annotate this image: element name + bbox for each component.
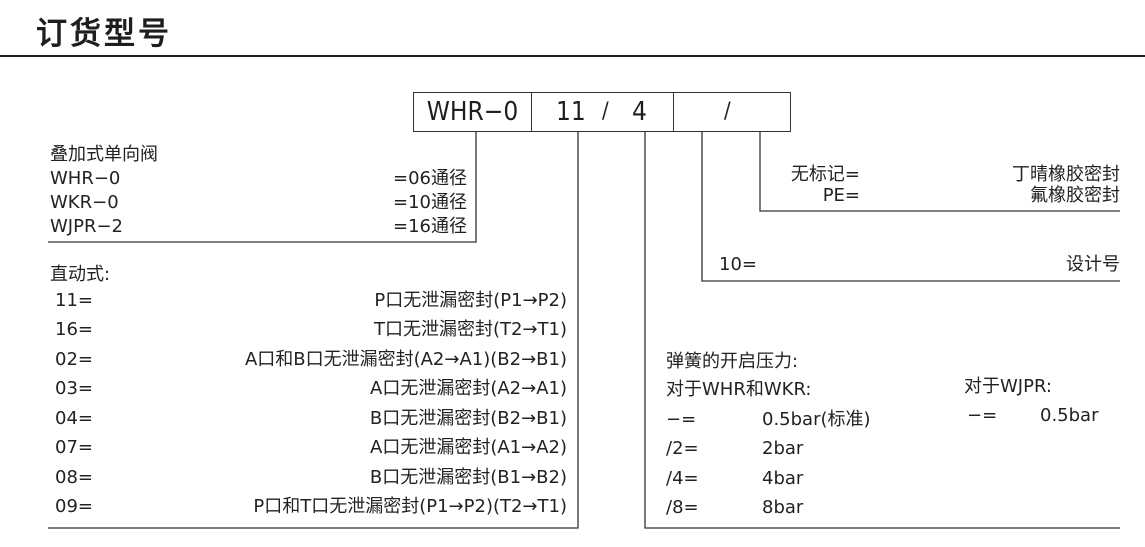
direct-acting-desc: P口无泄漏密封(P1→P2) bbox=[374, 290, 567, 311]
direct-acting-desc: A口和B口无泄漏密封(A2→A1)(B2→B1) bbox=[244, 349, 567, 370]
spring-heading: 弹簧的开启压力: bbox=[666, 351, 799, 372]
code-seal: 11 bbox=[556, 97, 586, 127]
direct-acting-desc: T口无泄漏密封(T2→T1) bbox=[373, 319, 567, 340]
code-slash: / bbox=[724, 99, 731, 124]
valve-type-code: WHR−0 bbox=[50, 168, 121, 189]
page-title: 订货型号 bbox=[36, 16, 172, 52]
valve-types-heading: 叠加式单向阀 bbox=[50, 144, 158, 165]
code-box-design: / bbox=[673, 92, 791, 132]
design-desc: 设计号 bbox=[1066, 254, 1120, 275]
code-box-model: WHR−0 bbox=[413, 92, 532, 132]
spring-value: 0.5bar(标准) bbox=[762, 409, 871, 430]
valve-type-desc: =10通径 bbox=[393, 192, 467, 213]
title-rule bbox=[0, 55, 1145, 57]
spring-code: −= bbox=[666, 409, 697, 430]
code-slash: / bbox=[602, 99, 609, 124]
direct-acting-desc: A口无泄漏密封(A1→A2) bbox=[370, 437, 567, 458]
spring-value: 4bar bbox=[762, 468, 804, 489]
spring-wjpr-heading: 对于WJPR: bbox=[964, 376, 1052, 397]
spring-value: 2bar bbox=[762, 438, 804, 459]
spring-code: −= bbox=[967, 405, 998, 426]
direct-acting-code: 16= bbox=[55, 319, 93, 340]
direct-acting-code: 04= bbox=[55, 408, 93, 429]
seal-code: PE= bbox=[822, 185, 860, 206]
valve-type-desc: =16通径 bbox=[393, 216, 467, 237]
direct-acting-code: 07= bbox=[55, 437, 93, 458]
spring-code: /4= bbox=[666, 468, 699, 489]
direct-acting-desc: B口无泄漏密封(B1→B2) bbox=[369, 467, 567, 488]
direct-acting-code: 08= bbox=[55, 467, 93, 488]
valve-type-desc: =06通径 bbox=[393, 168, 467, 189]
direct-acting-code: 11= bbox=[55, 290, 93, 311]
seal-desc: 丁晴橡胶密封 bbox=[1012, 164, 1120, 185]
direct-acting-code: 02= bbox=[55, 349, 93, 370]
direct-acting-desc: B口无泄漏密封(B2→B1) bbox=[369, 408, 567, 429]
design-code: 10= bbox=[719, 254, 757, 275]
direct-acting-code: 09= bbox=[55, 496, 93, 517]
seal-code: 无标记= bbox=[790, 164, 860, 185]
direct-acting-code: 03= bbox=[55, 378, 93, 399]
spring-value: 0.5bar bbox=[1040, 405, 1099, 426]
spring-code: /2= bbox=[666, 438, 699, 459]
code-box-seal-spring: 11 / 4 bbox=[531, 92, 674, 132]
spring-code: /8= bbox=[666, 497, 699, 518]
valve-type-code: WJPR−2 bbox=[50, 216, 124, 237]
spring-value: 8bar bbox=[762, 497, 804, 518]
spring-whr-wkr-heading: 对于WHR和WKR: bbox=[666, 379, 812, 400]
direct-acting-heading: 直动式: bbox=[50, 264, 111, 285]
direct-acting-desc: P口和T口无泄漏密封(P1→P2)(T2→T1) bbox=[253, 496, 567, 517]
direct-acting-desc: A口无泄漏密封(A2→A1) bbox=[370, 378, 567, 399]
code-spring: 4 bbox=[632, 97, 647, 127]
seal-desc: 氟橡胶密封 bbox=[1030, 185, 1120, 206]
valve-type-code: WKR−0 bbox=[50, 192, 119, 213]
